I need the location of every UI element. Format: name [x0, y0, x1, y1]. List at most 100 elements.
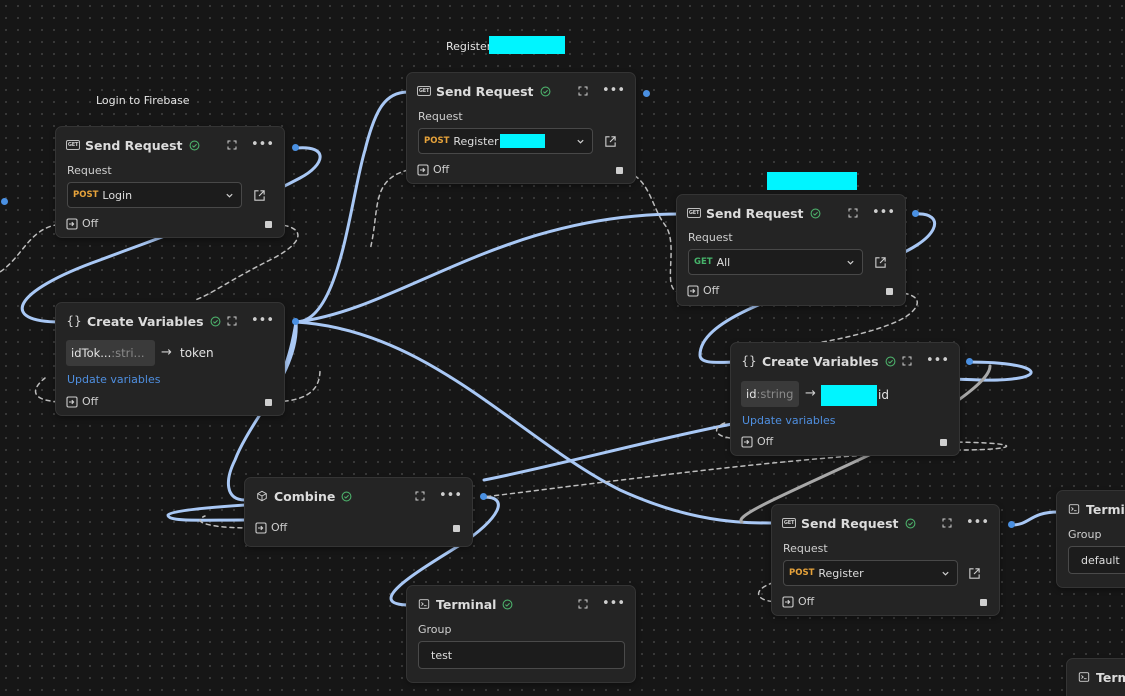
output-handle[interactable] — [453, 525, 460, 532]
off-toggle[interactable]: Off — [741, 435, 773, 448]
check-circle-icon — [502, 599, 513, 609]
off-toggle-icon — [66, 395, 78, 408]
more-horizontal-icon[interactable]: ••• — [925, 353, 949, 368]
expand-icon[interactable] — [578, 599, 588, 609]
output-port[interactable] — [292, 318, 299, 325]
update-variables-link[interactable]: Update variables — [67, 373, 161, 386]
more-horizontal-icon[interactable]: ••• — [250, 137, 274, 152]
off-toggle[interactable]: Off — [66, 217, 98, 230]
chevron-down-icon — [942, 571, 949, 576]
expand-icon[interactable] — [415, 491, 425, 501]
node-header: GET Send Request ••• — [686, 203, 895, 223]
off-toggle[interactable]: Off — [687, 284, 719, 297]
check-circle-icon — [341, 491, 352, 501]
expand-icon[interactable] — [227, 140, 237, 150]
request-name: Register — [453, 134, 499, 148]
output-port[interactable] — [912, 210, 919, 217]
output-handle[interactable] — [265, 399, 272, 406]
request-name: Login — [102, 188, 133, 202]
expand-icon[interactable] — [578, 86, 588, 96]
request-select[interactable]: GET All — [688, 249, 863, 275]
node-title: Term — [1096, 669, 1125, 685]
send-request-all-node[interactable]: GET Send Request ••• Request GET All Off — [676, 194, 906, 306]
chevron-down-icon — [577, 139, 584, 144]
off-toggle-icon — [782, 595, 794, 608]
check-circle-icon — [540, 86, 550, 96]
request-select[interactable]: POST Login — [67, 182, 242, 208]
request-name: All — [716, 255, 731, 269]
node-header: Terminal ••• — [417, 594, 625, 614]
request-name: Register — [818, 566, 864, 580]
cube-icon — [257, 490, 267, 502]
node-header: GET Send Request ••• — [416, 81, 625, 101]
send-request-login-node[interactable]: GET Send Request ••• Request POST Login … — [55, 126, 285, 238]
external-link-icon[interactable] — [253, 189, 266, 202]
check-circle-icon — [189, 140, 199, 150]
off-toggle[interactable]: Off — [255, 521, 287, 534]
off-toggle[interactable]: Off — [66, 395, 98, 408]
more-horizontal-icon[interactable]: ••• — [601, 596, 625, 611]
get-request-icon: GET — [781, 518, 797, 528]
variable-source-chip[interactable]: id:string — [741, 381, 799, 407]
off-toggle[interactable]: Off — [417, 163, 449, 176]
output-port[interactable] — [966, 358, 973, 365]
node-title: Send Request — [85, 137, 183, 153]
external-link-icon[interactable] — [874, 256, 887, 269]
output-handle[interactable] — [940, 439, 947, 446]
off-toggle-icon — [417, 163, 429, 176]
request-select[interactable]: POST Register — [418, 128, 593, 154]
more-horizontal-icon[interactable]: ••• — [871, 205, 895, 220]
more-horizontal-icon[interactable]: ••• — [250, 313, 274, 328]
output-handle[interactable] — [265, 221, 272, 228]
off-toggle-icon — [255, 521, 267, 534]
node-header: {} Create Variables ••• — [66, 311, 274, 331]
terminal-partial-node[interactable]: Term — [1066, 658, 1125, 696]
variable-type: :string — [756, 387, 794, 401]
output-port[interactable] — [1008, 521, 1015, 528]
variable-source-chip[interactable]: idTok...:stri... — [66, 340, 155, 366]
group-input[interactable]: default — [1068, 546, 1125, 574]
output-port[interactable] — [643, 90, 650, 97]
node-title: Send Request — [436, 83, 534, 99]
more-horizontal-icon[interactable]: ••• — [601, 83, 625, 98]
output-handle[interactable] — [886, 288, 893, 295]
more-horizontal-icon[interactable]: ••• — [965, 515, 989, 530]
node-header: {} Create Variables ••• — [741, 351, 949, 371]
off-label: Off — [703, 284, 720, 297]
send-request-register-bottom-node[interactable]: GET Send Request ••• Request POST Regist… — [771, 504, 1000, 616]
combine-node[interactable]: Combine ••• Off — [244, 477, 473, 547]
variable-name: id — [746, 387, 757, 401]
expand-icon[interactable] — [848, 208, 858, 218]
output-port[interactable] — [292, 144, 299, 151]
output-port[interactable] — [480, 493, 487, 500]
request-label: Request — [67, 164, 112, 177]
request-label: Request — [783, 542, 828, 555]
external-link-icon[interactable] — [604, 135, 617, 148]
expand-icon[interactable] — [227, 316, 237, 326]
input-port[interactable] — [1, 198, 8, 205]
expand-icon[interactable] — [902, 356, 912, 366]
terminal-default-node[interactable]: Termi Group default — [1056, 490, 1125, 588]
request-select[interactable]: POST Register — [783, 560, 958, 586]
output-handle[interactable] — [616, 167, 623, 174]
more-horizontal-icon[interactable]: ••• — [438, 488, 462, 503]
expand-icon[interactable] — [942, 518, 952, 528]
node-title: Create Variables — [762, 353, 879, 369]
send-request-register-node[interactable]: GET Send Request ••• Request POST Regist… — [406, 72, 636, 184]
method-badge: GET — [694, 257, 713, 267]
node-header: Termi — [1067, 499, 1125, 519]
create-variables-token-node[interactable]: {} Create Variables ••• idTok...:stri...… — [55, 302, 285, 416]
variable-target: id — [878, 388, 889, 402]
off-toggle[interactable]: Off — [782, 595, 814, 608]
terminal-test-node[interactable]: Terminal ••• Group test — [406, 585, 636, 683]
group-label: Group — [1068, 528, 1102, 541]
group-input[interactable]: test — [418, 641, 625, 669]
output-handle[interactable] — [980, 599, 987, 606]
create-variables-id-node[interactable]: {} Create Variables ••• id:string → id U… — [730, 342, 960, 456]
node-title: Combine — [274, 488, 336, 504]
update-variables-link[interactable]: Update variables — [742, 414, 836, 427]
off-label: Off — [433, 163, 450, 176]
external-link-icon[interactable] — [968, 567, 981, 580]
arrow-right-icon: → — [161, 345, 172, 360]
